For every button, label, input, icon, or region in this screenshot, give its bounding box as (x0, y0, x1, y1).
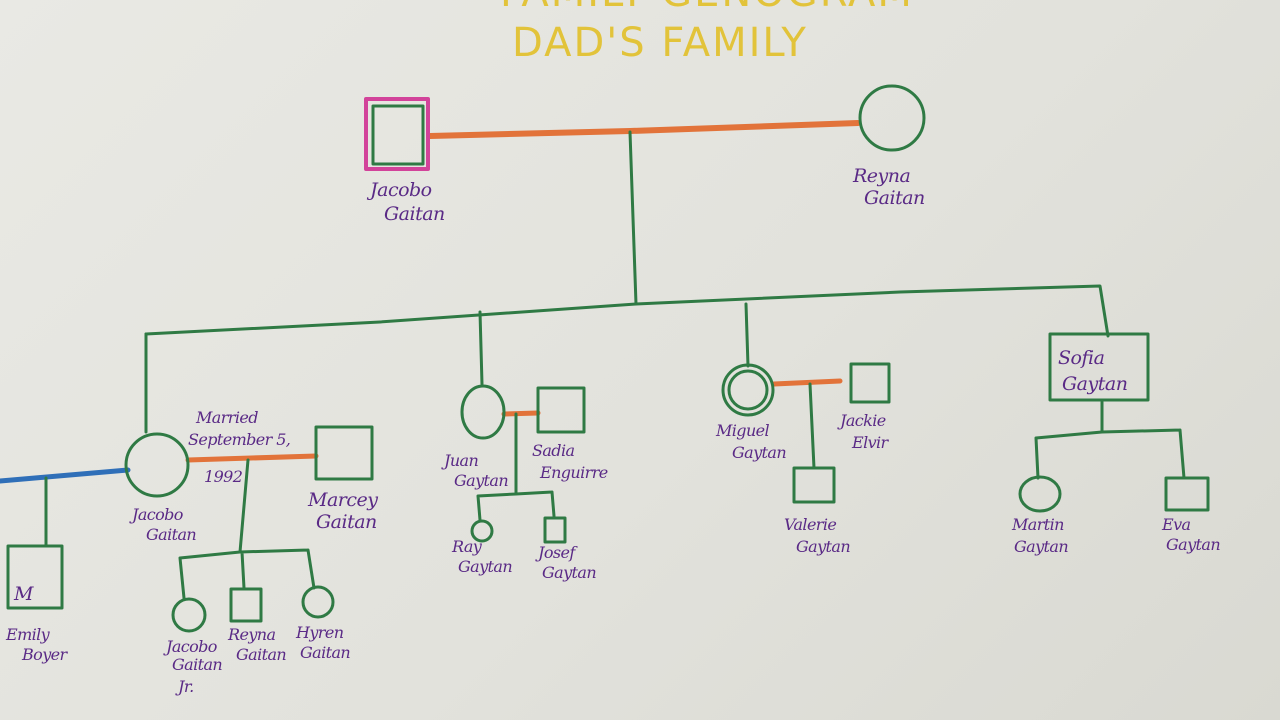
jacobo-marcey-marriage-line (185, 453, 319, 463)
jacobo-gaitan-circle (124, 432, 190, 498)
sadia-square (536, 386, 586, 434)
jacobo-children-lines (178, 458, 316, 600)
grandmother-label: Reyna Gaitan (852, 165, 925, 209)
juan-circle (460, 384, 506, 440)
eva-label: Eva Gaytan (1161, 515, 1220, 554)
eva-square (1164, 476, 1210, 512)
sofia-label: Sofia Gaytan (1058, 347, 1127, 395)
juan-label: Juan Gaytan (441, 451, 508, 490)
martin-label: Martin Gaytan (1011, 515, 1068, 556)
sofia-children-lines (1034, 400, 1186, 480)
ray-circle (470, 519, 494, 543)
miguel-jackie-marriage-line (771, 378, 843, 387)
jacobo-jr-label: Jacobo Gaitan Jr. (163, 637, 227, 696)
miguel-circle-inner (727, 369, 769, 411)
marcey-square (314, 425, 374, 481)
emily-label: Emily Boyer (5, 625, 68, 664)
branch-miguel-drop (744, 302, 750, 368)
grandmother-circle (858, 84, 926, 152)
juan-children-lines (476, 412, 556, 522)
page-title-cutoff: FAMILY GENOGRAM (500, 0, 914, 16)
hyren-label: Hyren Gaitan (295, 623, 350, 662)
page-subtitle: DAD'S FAMILY (512, 20, 808, 66)
sadia-label: Sadia Enguirre (532, 441, 608, 482)
grandfather-highlight (364, 97, 430, 171)
grandparents-marriage-line (427, 120, 861, 139)
emily-mark: M (13, 583, 34, 605)
reyna-gaitan-square (229, 587, 263, 623)
grandfather-square (371, 104, 425, 166)
jacobo-jr-circle (171, 597, 207, 633)
sibling-line (144, 284, 1110, 338)
descent-lines (44, 130, 1186, 600)
branch-juan-drop (478, 310, 484, 386)
martin-circle (1018, 475, 1062, 513)
marcey-label: Marcey Gaitan (307, 489, 383, 533)
jacobo-emily-relationship-line (0, 467, 131, 484)
reyna-gaitan-label: Reyna Gaitan (227, 625, 286, 664)
juan-sadia-marriage-line (501, 410, 541, 417)
grandfather-label: Jacobo Gaitan (366, 179, 445, 225)
emily-square (6, 544, 64, 610)
jackie-square (849, 362, 891, 404)
person-labels: Jacobo Gaitan Reyna Gaitan Married Septe… (5, 165, 1221, 696)
hyren-circle (301, 585, 335, 619)
person-symbols (6, 84, 1210, 633)
josef-label: Josef Gaytan (535, 543, 596, 582)
josef-square (543, 516, 567, 544)
jacobo-gaitan-label: Jacobo Gaitan (129, 505, 196, 544)
sofia-square (1048, 332, 1150, 402)
grandparents-drop-line (628, 130, 638, 306)
valerie-label: Valerie Gaytan (784, 515, 850, 556)
miguel-circle-outer (721, 363, 775, 417)
valerie-square (792, 466, 836, 504)
miguel-child-line (808, 382, 816, 470)
marriage-note-label: Married September 5, 1992 (188, 408, 295, 486)
miguel-label: Miguel Gaytan (715, 421, 786, 462)
jackie-label: Jackie Elvir (837, 411, 890, 452)
ray-label: Ray Gaytan (451, 537, 512, 576)
